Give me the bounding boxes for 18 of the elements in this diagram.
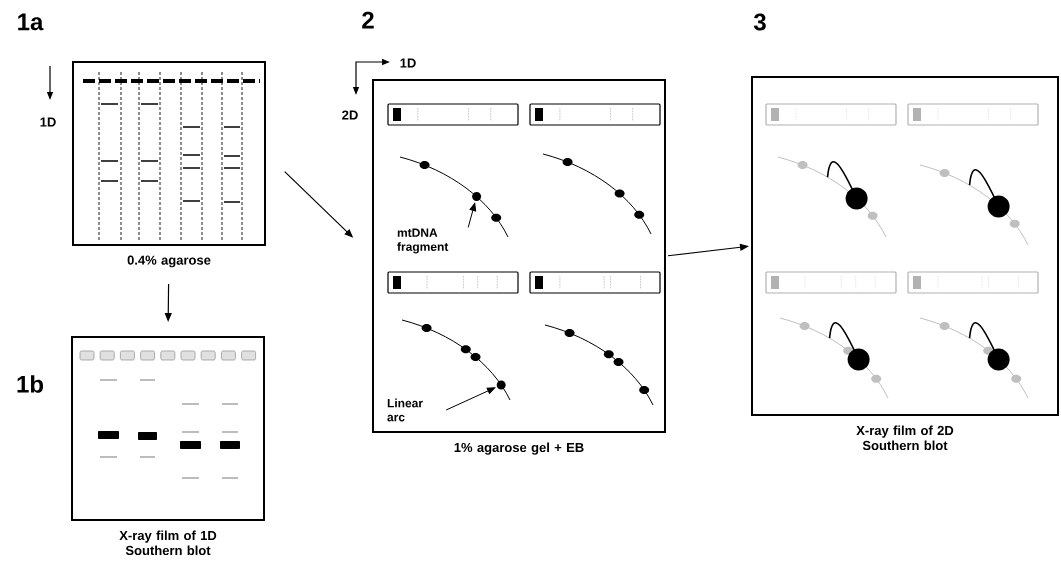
- annotation-text: mtDNA fragment: [397, 228, 449, 254]
- node-label: 1% agarose gel + EB: [454, 442, 584, 455]
- panel-label: 1b: [17, 375, 44, 393]
- panel-label: 2: [362, 11, 374, 29]
- gel-box: 0.4% agarose: [72, 61, 266, 268]
- axis-label: 1D: [400, 58, 416, 68]
- panel-label: 3: [753, 13, 766, 31]
- node-label: X-ray film of 1D Southern blot: [119, 530, 217, 556]
- annotation-text: Linear arc: [387, 398, 423, 422]
- panel-label: 1a: [18, 13, 44, 31]
- film-box: X-ray film of 2D Southern blot: [751, 76, 1059, 451]
- node-label: X-ray film of 2D Southern blot: [856, 425, 954, 451]
- axis-label: 1D: [40, 117, 56, 127]
- node-label: 0.4% agarose: [127, 255, 211, 268]
- leader-line: [467, 202, 477, 228]
- leader-line: [445, 387, 496, 411]
- axis-label: 2D: [342, 110, 358, 120]
- film-box: X-ray film of 1D Southern blot: [71, 336, 265, 556]
